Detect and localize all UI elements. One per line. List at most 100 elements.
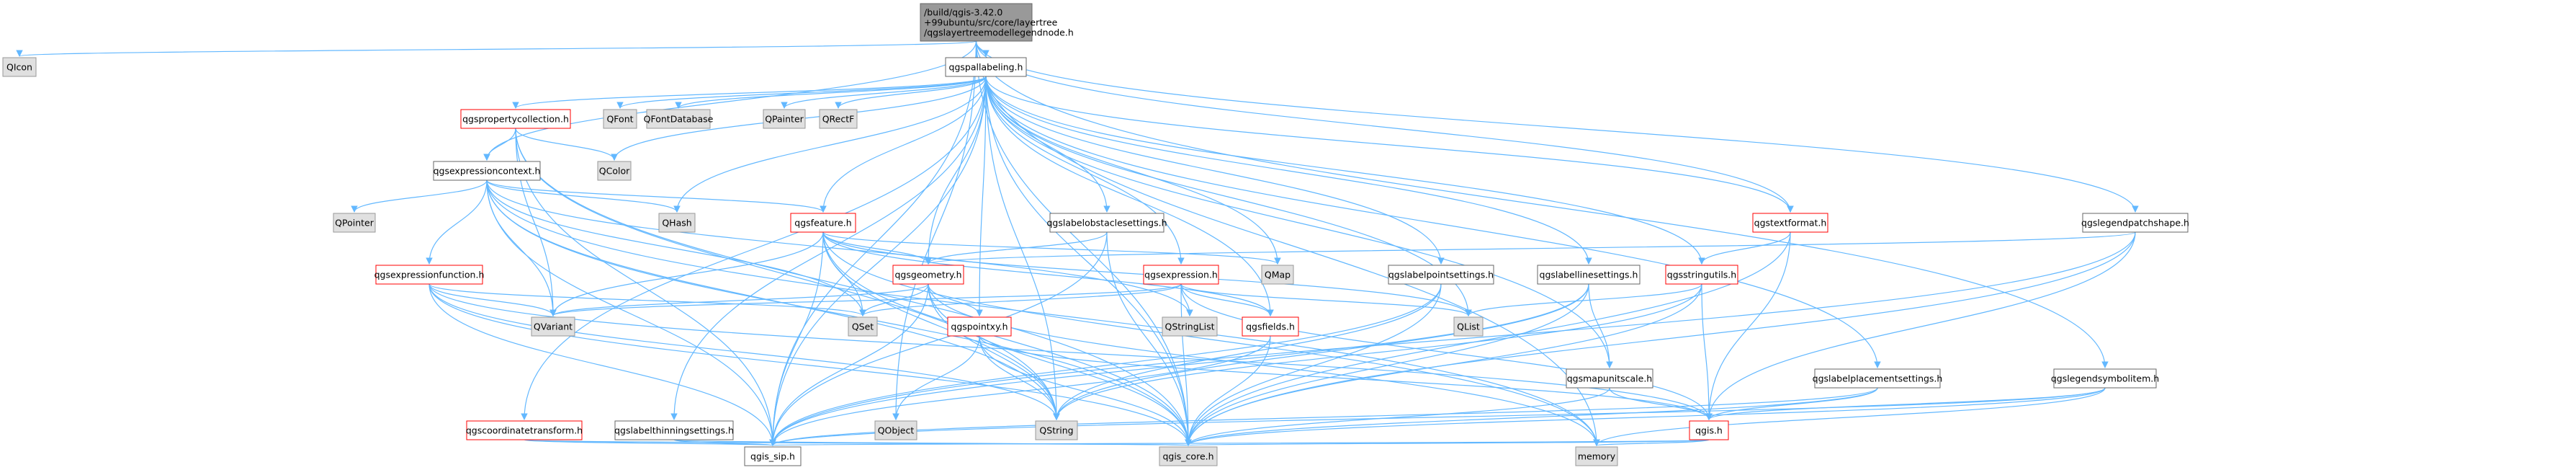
node-label: qgslabellinesettings.h — [1540, 270, 1638, 280]
node-box — [2053, 368, 2157, 389]
node-label: memory — [1578, 451, 1616, 462]
edge-qgis_h-to-memory — [1593, 439, 1710, 446]
node-label: qgis_core.h — [1162, 451, 1213, 462]
node-box — [874, 420, 917, 440]
node-label: QIcon — [6, 62, 32, 73]
edge-qgslabellinesettings-to-qstring — [1053, 283, 1589, 420]
node-qgspallabeling[interactable]: qgspallabeling.h — [945, 57, 1027, 77]
node-label: QSet — [852, 322, 874, 332]
edge-root-to-qobject — [892, 40, 977, 420]
edge-qgslabellinesettings-to-qgis_core — [1185, 283, 1589, 446]
edge-qgsexpressionfunction-to-qgis_h — [428, 283, 1713, 420]
edge-qgspallabeling-to-qgsfeature — [820, 76, 987, 213]
node-label: QPainter — [765, 114, 804, 125]
node-qgslabelpointsettings[interactable]: qgslabelpointsettings.h — [1388, 265, 1494, 285]
edge-qgsgeometry-to-qgspointxy — [928, 283, 983, 316]
node-qgsexpressionfunction[interactable]: qgsexpressionfunction.h — [374, 265, 485, 285]
node-root[interactable]: /build/qgis-3.42.0+99ubuntu/src/core/lay… — [920, 3, 1074, 42]
edge-qgsgeometry-to-qgis_sip — [769, 283, 929, 446]
node-qset: QSet — [848, 316, 878, 337]
node-box — [646, 109, 711, 129]
node-qgsexpressioncontext[interactable]: qgsexpressioncontext.h — [433, 161, 541, 181]
node-box — [1665, 265, 1738, 285]
edge-qgsstringutils-to-qlist — [1465, 283, 1702, 316]
node-qgis-sip[interactable]: qgis_sip.h — [744, 446, 802, 466]
node-qgspropertycollection[interactable]: qgspropertycollection.h — [460, 109, 571, 129]
node-qgslegendpatchshape[interactable]: qgslegendpatchshape.h — [2081, 213, 2189, 233]
edge-qgspallabeling-to-qpainter — [781, 76, 987, 109]
node-box — [466, 420, 583, 440]
node-qicon: QIcon — [2, 57, 37, 77]
node-label: qgis.h — [1695, 425, 1723, 436]
node-box — [947, 316, 1012, 337]
edge-root-to-qicon — [17, 40, 977, 57]
node-label: qgspointxy.h — [951, 322, 1007, 332]
node-qgslegendsymbolitem[interactable]: qgslegendsymbolitem.h — [2051, 368, 2159, 389]
node-qgscoordinatetransform[interactable]: qgscoordinatetransform.h — [466, 420, 583, 440]
node-box — [763, 109, 806, 129]
node-box — [1566, 368, 1653, 389]
node-label: QHash — [662, 218, 691, 229]
node-label: qgslabelthinningsettings.h — [614, 425, 734, 436]
node-box — [1388, 265, 1494, 285]
node-qgis-h[interactable]: qgis.h — [1689, 420, 1729, 440]
edge-qgsstringutils-to-qgis_core — [1185, 283, 1702, 446]
edge-qgsgeometry-to-qgis_core — [928, 283, 1192, 446]
node-qgspointxy[interactable]: qgspointxy.h — [947, 316, 1012, 337]
node-box — [1537, 265, 1641, 285]
node-box — [2082, 213, 2189, 233]
edge-qgsexpressionfunction-to-qvariant — [428, 283, 557, 316]
edge-qgsexpressionfunction-to-qgis_sip — [428, 283, 776, 446]
node-box — [790, 213, 856, 233]
edge-qgslabelpointsettings-to-qstring — [1053, 283, 1442, 420]
node-qgsstringutils[interactable]: qgsstringutils.h — [1665, 265, 1738, 285]
edge-qgstextformat-to-qgis_h — [1705, 231, 1791, 420]
node-qgsgeometry[interactable]: qgsgeometry.h — [892, 265, 964, 285]
edge-qgsfields-to-qgis_core — [1185, 335, 1271, 446]
edge-qgsfeature-to-qgis_core — [822, 231, 1192, 446]
node-box — [945, 57, 1027, 77]
node-qgslabellinesettings[interactable]: qgslabellinesettings.h — [1537, 265, 1641, 285]
node-qgis-core: qgis_core.h — [1159, 446, 1218, 466]
node-box — [1453, 316, 1484, 337]
node-qgslabelthinningsettings[interactable]: qgslabelthinningsettings.h — [614, 420, 734, 440]
node-qgsfields[interactable]: qgsfields.h — [1242, 316, 1299, 337]
edge-root-to-qgis_core — [975, 40, 1192, 446]
edge-qgspropertycollection-to-qstring — [515, 128, 1060, 420]
node-label: /build/qgis-3.42.0 — [924, 7, 1002, 18]
node-box — [1261, 265, 1294, 285]
node-qpainter: QPainter — [763, 109, 806, 129]
node-box — [920, 3, 1033, 42]
edge-qgslegendsymbolitem-to-qgis_sip — [769, 387, 2106, 446]
edge-qgspropertycollection-to-qgis_sip — [515, 128, 776, 446]
edge-qgsexpressioncontext-to-qgis_core — [486, 179, 1192, 446]
edge-layer — [17, 40, 2139, 446]
node-label: QList — [1457, 322, 1480, 332]
edge-qgslabelobstaclesettings-to-qgis_core — [1106, 231, 1192, 446]
edge-qgspallabeling-to-qmap — [985, 76, 1281, 265]
edge-qgspallabeling-to-qgslabelpointsettings — [985, 76, 1445, 265]
node-qgsmapunitscale[interactable]: qgsmapunitscale.h — [1566, 368, 1653, 389]
edge-qgslabelthinningsettings-to-qgis_sip — [673, 439, 776, 446]
edge-qgsexpressionfunction-to-qset — [428, 283, 866, 316]
node-box — [603, 109, 637, 129]
node-qgsexpression[interactable]: qgsexpression.h — [1143, 265, 1219, 285]
node-label: QFont — [606, 114, 633, 125]
edge-qgslabelobstaclesettings-to-qgis_sip — [769, 231, 1108, 446]
node-box — [1035, 420, 1078, 440]
node-label: qgsfields.h — [1246, 322, 1295, 332]
node-layer: /build/qgis-3.42.0+99ubuntu/src/core/lay… — [2, 3, 2189, 466]
node-qgstextformat[interactable]: qgstextformat.h — [1752, 213, 1828, 233]
node-label: qgspallabeling.h — [949, 62, 1023, 73]
edge-qgspointxy-to-qgis_core — [979, 335, 1192, 446]
edge-qgspallabeling-to-qgsgeometry — [925, 76, 987, 265]
edge-qgsexpression-to-qgsfields — [1180, 283, 1274, 316]
edge-qgsexpressioncontext-to-qgsexpressionfunction — [426, 179, 488, 265]
node-label: QObject — [878, 425, 915, 436]
node-qgsfeature[interactable]: qgsfeature.h — [790, 213, 856, 233]
node-qgslabelobstaclesettings[interactable]: qgslabelobstaclesettings.h — [1046, 213, 1167, 233]
node-qgslabelplacementsettings[interactable]: qgslabelplacementsettings.h — [1813, 368, 1943, 389]
edge-qgsfeature-to-qvariant — [549, 231, 824, 316]
node-label: qgspropertycollection.h — [462, 114, 569, 125]
